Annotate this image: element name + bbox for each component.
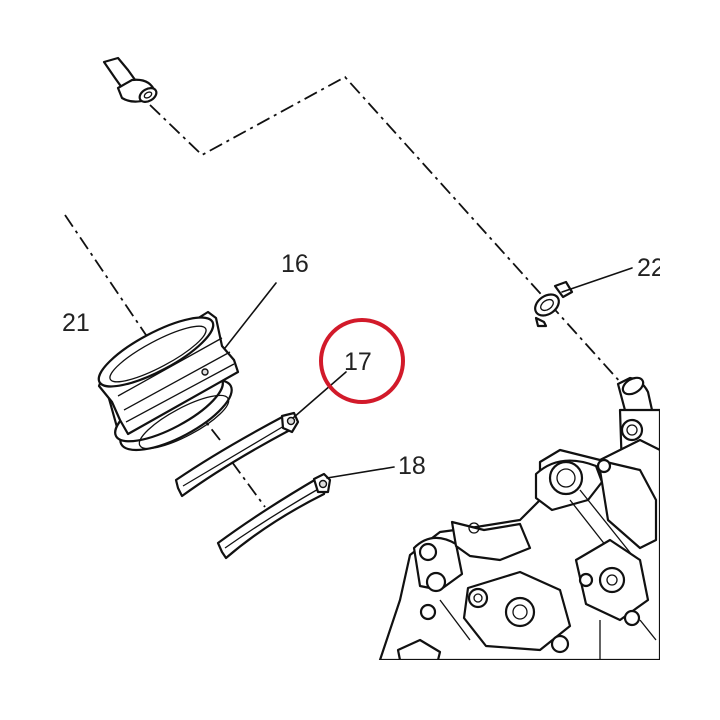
- callout-labels: 16 17 18 21 22: [62, 250, 665, 480]
- leader-17: [292, 371, 347, 419]
- engine-housing: [378, 376, 662, 662]
- part-22-spring-clip: [534, 280, 574, 328]
- bottom-crop-mask: [0, 660, 720, 720]
- part-16-intake-boot: [97, 310, 240, 452]
- callout-leaders: [224, 267, 633, 479]
- boot-centerline-upper: [64, 214, 149, 339]
- callout-17: 17: [344, 348, 372, 376]
- clamp-centerline-lower: [231, 461, 266, 508]
- highlight-ring: [319, 318, 405, 404]
- part-18-hose-clamp: [216, 472, 332, 560]
- part-17-hose-clamp: [174, 411, 300, 498]
- callout-16: 16: [281, 250, 309, 278]
- leader-18: [326, 466, 395, 479]
- callout-18: 18: [398, 452, 426, 480]
- leader-16: [224, 282, 277, 349]
- hose-to-fitting-centerline: [149, 75, 623, 385]
- right-crop-mask: [660, 0, 720, 720]
- leader-22: [561, 267, 633, 293]
- callout-21: 21: [62, 309, 90, 337]
- hose-end: [102, 56, 158, 103]
